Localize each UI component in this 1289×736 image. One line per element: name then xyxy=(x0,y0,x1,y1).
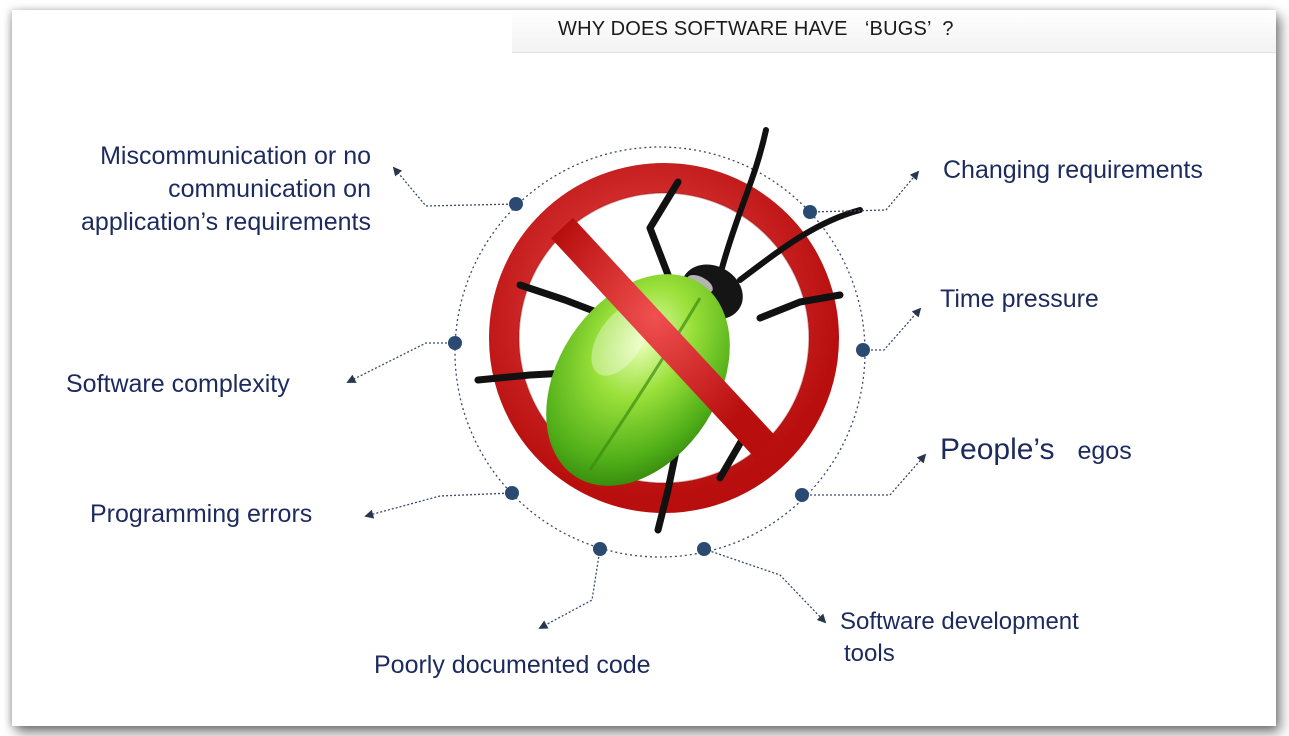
node-dot xyxy=(803,205,817,219)
title-strip xyxy=(512,10,1276,53)
connector-poorly-documented xyxy=(538,542,607,629)
node-dot xyxy=(448,336,462,350)
cause-miscommunication-label: Miscommunication or no communication on … xyxy=(81,140,371,239)
cause-miscommunication-line2: communication on xyxy=(168,175,371,203)
node-dot xyxy=(795,488,809,502)
connector-time-pressure xyxy=(856,307,922,357)
cause-development-tools-label: Software development tools xyxy=(840,606,1079,670)
cause-development-tools-line1: Software development xyxy=(840,608,1079,635)
node-dot xyxy=(856,343,870,357)
node-dot xyxy=(593,542,607,556)
cause-changing-requirements-label: Changing requirements xyxy=(943,156,1203,184)
no-bugs-icon xyxy=(474,127,863,534)
connector-programming-errors xyxy=(364,486,519,519)
cause-peoples-egos-extra: egos xyxy=(1077,437,1132,465)
cause-time-pressure-label: Time pressure xyxy=(940,285,1099,313)
cause-programming-errors-label: Programming errors xyxy=(90,500,313,528)
connector-peoples-egos xyxy=(795,453,927,502)
cause-development-tools-line2: tools xyxy=(844,640,895,667)
cause-miscommunication-line3: application’s requirements xyxy=(81,208,371,236)
node-dot xyxy=(509,197,523,211)
page-title: WHY DOES SOFTWARE HAVE ‘BUGS’ ? xyxy=(558,18,954,40)
cause-software-complexity-label: Software complexity xyxy=(66,370,290,398)
connector-software-complexity xyxy=(346,336,462,383)
connector-changing-requirements xyxy=(803,170,920,219)
cause-peoples-egos-label: People’s egos xyxy=(940,433,1132,468)
cause-miscommunication-line1: Miscommunication or no xyxy=(100,142,371,170)
connector-miscommunication xyxy=(392,166,523,211)
node-dot xyxy=(505,486,519,500)
connector-development-tools xyxy=(697,542,827,624)
cause-poorly-documented-label: Poorly documented code xyxy=(374,651,651,679)
node-dot xyxy=(697,542,711,556)
cause-peoples-egos-main: People’s xyxy=(940,433,1055,466)
